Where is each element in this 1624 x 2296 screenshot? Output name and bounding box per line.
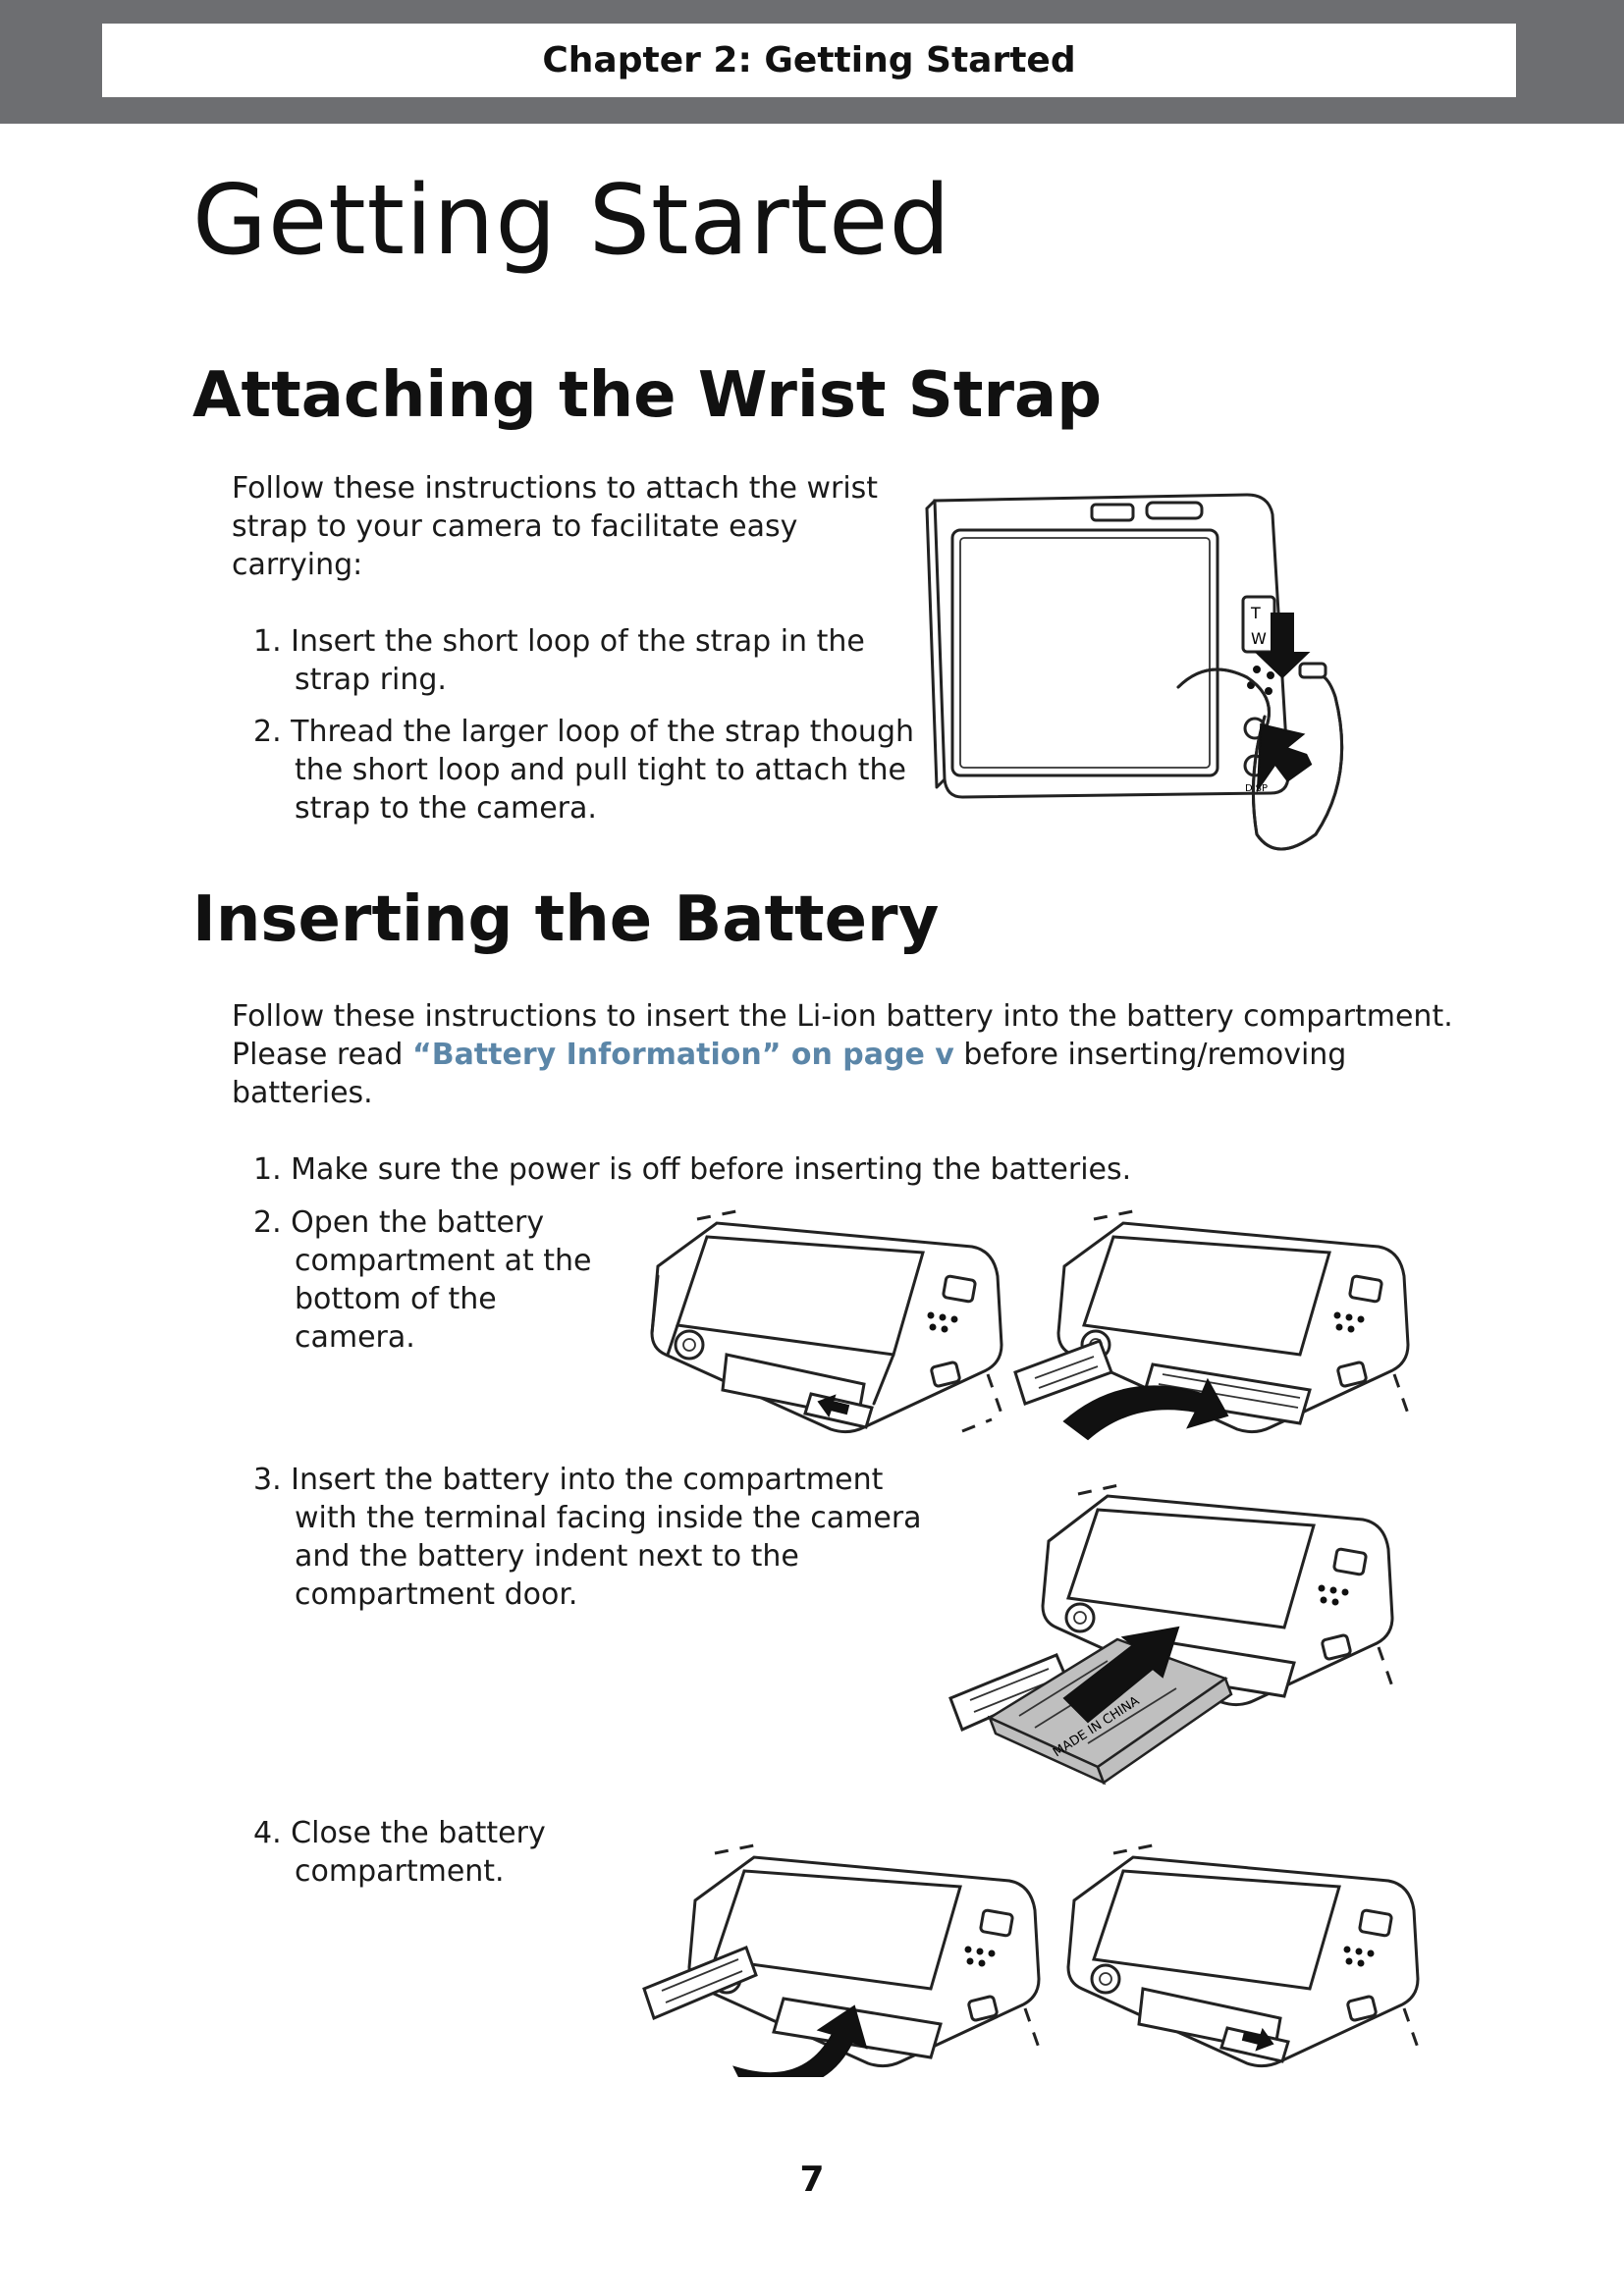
step-number: 2. <box>253 715 282 749</box>
step-number: 1. <box>253 1152 282 1187</box>
battery-step-2: 2. Open the battery compartment at the b… <box>253 1203 592 1357</box>
wrist-strap-illustration: T W DISP <box>925 493 1344 851</box>
wrist-strap-intro-line: carrying: <box>232 548 363 582</box>
step-text: the short loop and pull tight to attach … <box>295 753 906 787</box>
battery-insert-illustration: MADE IN CHINA <box>948 1482 1394 1786</box>
step-text: compartment at the <box>295 1244 592 1278</box>
battery-heading: Inserting the Battery <box>192 883 940 956</box>
wrist-strap-step-2: 2. Thread the larger loop of the strap t… <box>253 713 914 828</box>
battery-closed-final-illustration <box>1066 1843 1420 2068</box>
chapter-header: Chapter 2: Getting Started <box>102 24 1516 97</box>
battery-step-1: 1. Make sure the power is off before ins… <box>253 1150 1131 1189</box>
wrist-strap-intro-line: strap to your camera to facilitate easy <box>232 509 798 544</box>
step-number: 2. <box>253 1205 282 1240</box>
wrist-strap-heading: Attaching the Wrist Strap <box>192 359 1103 432</box>
step-text: with the terminal facing inside the came… <box>295 1501 922 1535</box>
step-number: 1. <box>253 624 282 659</box>
battery-intro-line: batteries. <box>232 1076 373 1110</box>
step-text: strap ring. <box>295 663 447 697</box>
battery-open-illustration <box>1013 1209 1410 1441</box>
step-text: Close the battery <box>291 1816 546 1850</box>
step-text: Thread the larger loop of the strap thou… <box>291 715 915 749</box>
battery-intro: Follow these instructions to insert the … <box>232 997 1453 1112</box>
wrist-strap-intro-line: Follow these instructions to attach the … <box>232 471 879 506</box>
battery-intro-line: Follow these instructions to insert the … <box>232 999 1453 1034</box>
step-text: Insert the short loop of the strap in th… <box>291 624 865 659</box>
step-text: compartment door. <box>295 1577 578 1612</box>
battery-intro-line: Please read <box>232 1038 412 1072</box>
step-text: strap to the camera. <box>295 791 597 826</box>
battery-intro-line: before inserting/removing <box>953 1038 1347 1072</box>
wrist-strap-step-1: 1. Insert the short loop of the strap in… <box>253 622 865 699</box>
step-number: 4. <box>253 1816 282 1850</box>
step-number: 3. <box>253 1463 282 1497</box>
battery-step-4: 4. Close the battery compartment. <box>253 1814 546 1891</box>
page-number: 7 <box>799 2160 825 2200</box>
chapter-title: Chapter 2: Getting Started <box>542 40 1076 80</box>
wide-label: W <box>1251 629 1267 648</box>
tele-label: T <box>1250 604 1261 622</box>
battery-step-3: 3. Insert the battery into the compartme… <box>253 1461 922 1614</box>
step-text: Open the battery <box>291 1205 545 1240</box>
step-text: bottom of the <box>295 1282 497 1316</box>
wrist-strap-intro: Follow these instructions to attach the … <box>232 469 878 584</box>
disp-label: DISP <box>1245 783 1268 794</box>
step-text: camera. <box>295 1320 415 1355</box>
battery-closed-illustration <box>650 1209 1003 1434</box>
step-text: Insert the battery into the compartment <box>291 1463 884 1497</box>
step-text: Make sure the power is off before insert… <box>291 1152 1132 1187</box>
battery-information-link[interactable]: “Battery Information” on page v <box>411 1038 954 1072</box>
step-text: and the battery indent next to the <box>295 1539 799 1574</box>
page-title: Getting Started <box>192 165 951 277</box>
step-text: compartment. <box>295 1854 505 1889</box>
battery-closing-illustration <box>642 1843 1041 2077</box>
